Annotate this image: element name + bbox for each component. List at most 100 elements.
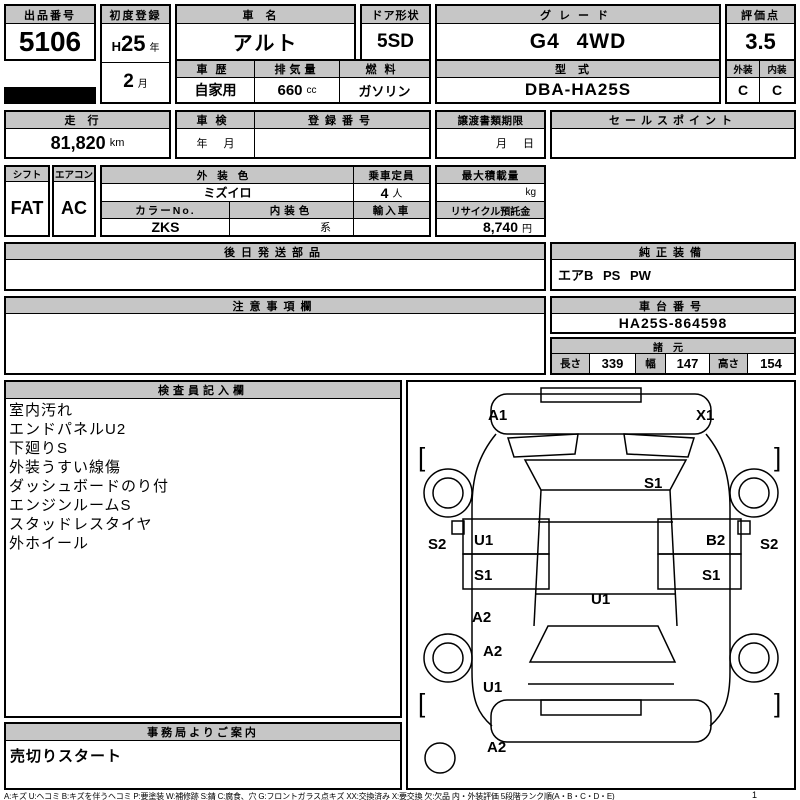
ext-color-value: ミズイロ (102, 184, 354, 201)
damage-mark-front-left: A1 (488, 407, 507, 424)
first-reg-year-unit: 年 (149, 43, 160, 54)
dimensions-label: 諸元 (552, 339, 794, 354)
rear-bumper (490, 699, 712, 743)
door-left-rear (462, 553, 550, 590)
displacement-cell: 660 cc (255, 78, 339, 102)
office-notice-box: 事務局よりご案内 売切りスタート (4, 722, 402, 790)
damage-mark-rear: A2 (487, 739, 506, 756)
reg-no-col: 登録番号 (255, 112, 429, 157)
office-notice-label: 事務局よりご案内 (6, 724, 400, 741)
dimensions-box: 諸元 長さ 339 幅 147 高さ 154 (550, 337, 796, 375)
score-value: 3.5 (745, 28, 776, 54)
door-right-front (657, 518, 742, 555)
recycle-label: リサイクル預託金 (437, 202, 544, 218)
capacity-cell: 4 人 (354, 184, 429, 201)
recycle-value-row: 8,740 円 (437, 219, 544, 235)
rear-window (528, 625, 677, 663)
car-name-label: 車名 (177, 6, 354, 24)
recycle-value: 8,740 (482, 219, 518, 235)
auction-no-box: 出品番号 5106 (4, 4, 96, 61)
chassis-no-label: 車台番号 (552, 298, 794, 314)
body-side-right (705, 433, 731, 727)
max-load-label: 最大積載量 (437, 167, 544, 183)
auction-no-value: 5106 (18, 25, 82, 57)
first-reg-month-cell: 2 月 (102, 63, 169, 102)
color-no-label: カラーNo. (102, 202, 230, 218)
equipment-label: 純正装備 (552, 244, 794, 260)
later-parts-box: 後日発送部品 (4, 242, 546, 291)
wheel-front-left (423, 468, 473, 518)
max-load-cell: kg (437, 184, 544, 201)
max-load-header-row: 最大積載量 (437, 167, 544, 184)
cabin-line-right (669, 489, 678, 627)
door-label: ドア形状 (362, 6, 429, 24)
history-value: 自家用 (194, 82, 237, 98)
interior-grade-col: 内装 C (760, 61, 794, 102)
shaken-cell: 年 月 (177, 129, 254, 157)
caution-label: 注意事項欄 (6, 298, 544, 314)
first-reg-year: 25 (120, 31, 146, 56)
mileage-cell: 81,820 km (6, 129, 169, 157)
wheel-rear-right (729, 633, 779, 683)
load-recycle-box: 最大積載量 kg リサイクル預託金 8,740 円 (435, 165, 546, 237)
fuel-label: 燃料 (340, 61, 429, 78)
import-car-value (354, 219, 429, 235)
chassis-no-box: 車台番号 HA25S-864598 (550, 296, 796, 334)
door-box: ドア形状 5SD (360, 4, 431, 61)
fuel-value: ガソリン (358, 83, 411, 99)
corner-bracket: ] (774, 442, 781, 472)
aircon-label: エアコン (54, 167, 94, 182)
inspector-note: エンドパネルU2 (9, 421, 127, 438)
transfer-cell: 月 日 (437, 129, 544, 157)
dimensions-row: 長さ 339 幅 147 高さ 154 (552, 354, 794, 373)
shaken-col: 車検 年 月 (177, 112, 255, 157)
wheel-rear-left-inner (432, 642, 464, 674)
page-number: 1 (752, 790, 758, 800)
mirror-left (451, 520, 465, 535)
model-value: DBA-HA25S (524, 80, 632, 99)
car-name-value: アルト (232, 33, 299, 55)
mileage-label: 走行 (6, 112, 169, 129)
length-label: 長さ (552, 354, 590, 373)
mirror-right (737, 520, 751, 535)
inspector-note: 外装うすい線傷 (9, 459, 122, 476)
wheel-rear-left (423, 633, 473, 683)
transfer-label: 譲渡書類期限 (437, 112, 544, 129)
history-col: 車歴 自家用 (177, 61, 255, 102)
body-side-left (471, 433, 497, 727)
damage-mark-left-side: S2 (428, 536, 446, 553)
inspector-note: スタッドレスタイヤ (9, 516, 153, 533)
sales-point-box: セールスポイント (550, 110, 796, 159)
shaken-reg-box: 車検 年 月 登録番号 (175, 110, 431, 159)
transfer-day-unit: 日 (523, 138, 534, 150)
import-car-label: 輸入車 (354, 202, 429, 218)
height-label: 高さ (710, 354, 748, 373)
grade-box: グレード G4 4WD (435, 4, 721, 61)
mileage-box: 走行 81,820 km (4, 110, 171, 159)
mileage-value: 81,820 (50, 132, 106, 153)
shaken-year-unit: 年 (196, 138, 208, 150)
height-value: 154 (760, 356, 782, 371)
shaken-month-unit: 月 (223, 138, 235, 150)
width-label: 幅 (636, 354, 666, 373)
shaken-label: 車検 (177, 112, 254, 129)
displacement-col: 排気量 660 cc (255, 61, 340, 102)
exterior-grade-col: 外装 C (727, 61, 760, 102)
capacity-label: 乗車定員 (354, 167, 429, 183)
recycle-unit: 円 (522, 223, 532, 235)
capacity-value: 4 (380, 184, 389, 201)
model-label: 型式 (437, 61, 719, 78)
colorno-intcolor-value-row: ZKS 系 (102, 219, 429, 235)
color-capacity-value-row: ミズイロ 4 人 (102, 184, 429, 202)
door-right-rear (657, 553, 742, 590)
damage-mark-right-door-rear: S1 (702, 567, 720, 584)
color-capacity-box: 外装色 乗車定員 ミズイロ 4 人 カラーNo. 内装色 輸入車 ZKS 系 (100, 165, 431, 237)
exterior-grade-value: C (737, 82, 749, 98)
displacement-unit: cc (306, 84, 317, 96)
transfer-box: 譲渡書類期限 月 日 (435, 110, 546, 159)
first-reg-month: 2 (123, 71, 134, 92)
history-label: 車歴 (177, 61, 254, 78)
wheel-front-right (729, 468, 779, 518)
car-top-view-diagram: [ ] [ ] A1 X1 S1 S2 U1 S1 B2 S1 S2 U1 A2… (418, 387, 781, 774)
ext-int-grade-box: 外装 C 内装 C (725, 59, 796, 104)
